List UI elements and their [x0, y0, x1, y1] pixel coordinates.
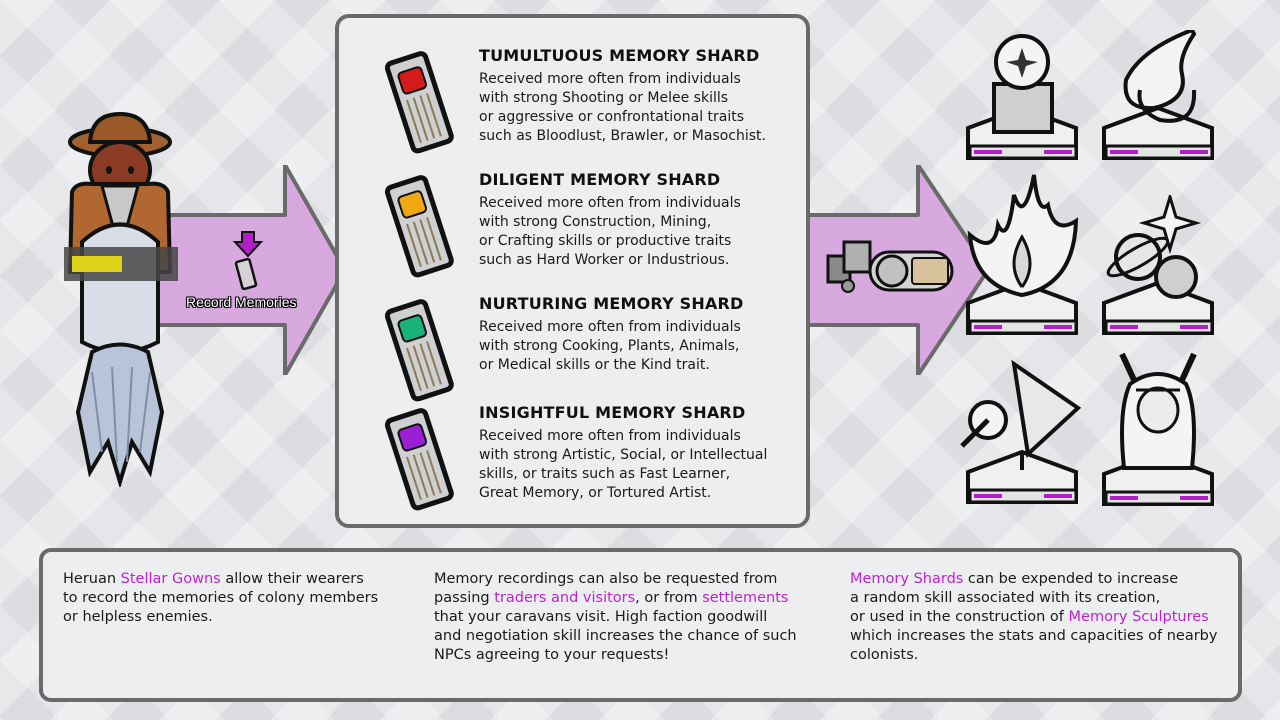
info-text: and negotiation skill increases the chan…	[434, 628, 797, 644]
info-text-line: a random skill associated with its creat…	[850, 589, 1217, 608]
info-text: colonists.	[850, 647, 919, 663]
insightful-shard-icon	[377, 403, 463, 517]
shard-info-panel: TUMULTUOUS MEMORY SHARD Received more of…	[335, 14, 810, 528]
flower-triangle-sculpture-icon	[958, 358, 1082, 508]
sculpting-station-icon	[826, 238, 956, 302]
info-text-line: Heruan Stellar Gowns allow their wearers	[63, 570, 378, 589]
info-panel: Heruan Stellar Gowns allow their wearers…	[39, 548, 1242, 702]
info-text: or used in the construction of	[850, 609, 1069, 625]
gowned-character-icon	[62, 111, 182, 491]
info-text-line: or helpless enemies.	[63, 608, 378, 627]
shard-title: DILIGENT MEMORY SHARD	[479, 170, 721, 189]
info-text: passing	[434, 590, 495, 606]
info-text: Heruan	[63, 571, 121, 587]
highlighted-term[interactable]: Stellar Gowns	[120, 571, 221, 587]
feather-flame-sculpture-icon	[964, 165, 1082, 340]
info-text-line: colonists.	[850, 646, 1217, 665]
info-text-line: and negotiation skill increases the chan…	[434, 627, 797, 646]
info-text: that your caravans visit. High faction g…	[434, 609, 768, 625]
status-bar-fill	[72, 256, 122, 272]
info-text-line: NPCs agreeing to your requests!	[434, 646, 797, 665]
shard-title: INSIGHTFUL MEMORY SHARD	[479, 403, 746, 422]
orb-cube-sculpture-icon	[964, 30, 1082, 165]
highlighted-term[interactable]: traders and visitors	[494, 590, 636, 606]
highlighted-term[interactable]: Memory Sculptures	[1068, 609, 1209, 625]
highlighted-term[interactable]: Memory Shards	[850, 571, 964, 587]
info-text: which increases the stats and capacities…	[850, 628, 1218, 644]
info-text-line: to record the memories of colony members	[63, 589, 378, 608]
record-memories-icon[interactable]	[232, 230, 264, 296]
highlighted-term[interactable]: settlements	[702, 590, 789, 606]
info-text-line: Memory recordings can also be requested …	[434, 570, 797, 589]
info-text-line: or used in the construction of Memory Sc…	[850, 608, 1217, 627]
info-column-shards: Memory Shards can be expended to increas…	[850, 570, 1217, 665]
info-text-line: passing traders and visitors, or from se…	[434, 589, 797, 608]
info-text-line: Memory Shards can be expended to increas…	[850, 570, 1217, 589]
shard-title: TUMULTUOUS MEMORY SHARD	[479, 46, 760, 65]
info-text: a random skill associated with its creat…	[850, 590, 1161, 606]
info-text: can be expended to increase	[963, 571, 1179, 587]
info-text-line: which increases the stats and capacities…	[850, 627, 1217, 646]
tumultuous-shard-icon	[377, 46, 463, 160]
planet-star-sculpture-icon	[1100, 195, 1218, 340]
flame-spiral-sculpture-icon	[1100, 30, 1218, 165]
info-text: allow their wearers	[220, 571, 364, 587]
info-text: or helpless enemies.	[63, 609, 213, 625]
shard-title: NURTURING MEMORY SHARD	[479, 294, 744, 313]
diligent-shard-icon	[377, 170, 463, 284]
info-column-gowns: Heruan Stellar Gowns allow their wearers…	[63, 570, 378, 627]
info-text: NPCs agreeing to your requests!	[434, 647, 670, 663]
info-text-line: that your caravans visit. High faction g…	[434, 608, 797, 627]
info-text: , or from	[635, 590, 703, 606]
character-status-bar	[64, 247, 178, 281]
info-column-requests: Memory recordings can also be requested …	[434, 570, 797, 665]
info-text: to record the memories of colony members	[63, 590, 379, 606]
info-text: Memory recordings can also be requested …	[434, 571, 778, 587]
horned-bust-sculpture-icon	[1100, 350, 1218, 510]
nurturing-shard-icon	[377, 294, 463, 408]
record-memories-label: Record Memories	[186, 294, 297, 310]
